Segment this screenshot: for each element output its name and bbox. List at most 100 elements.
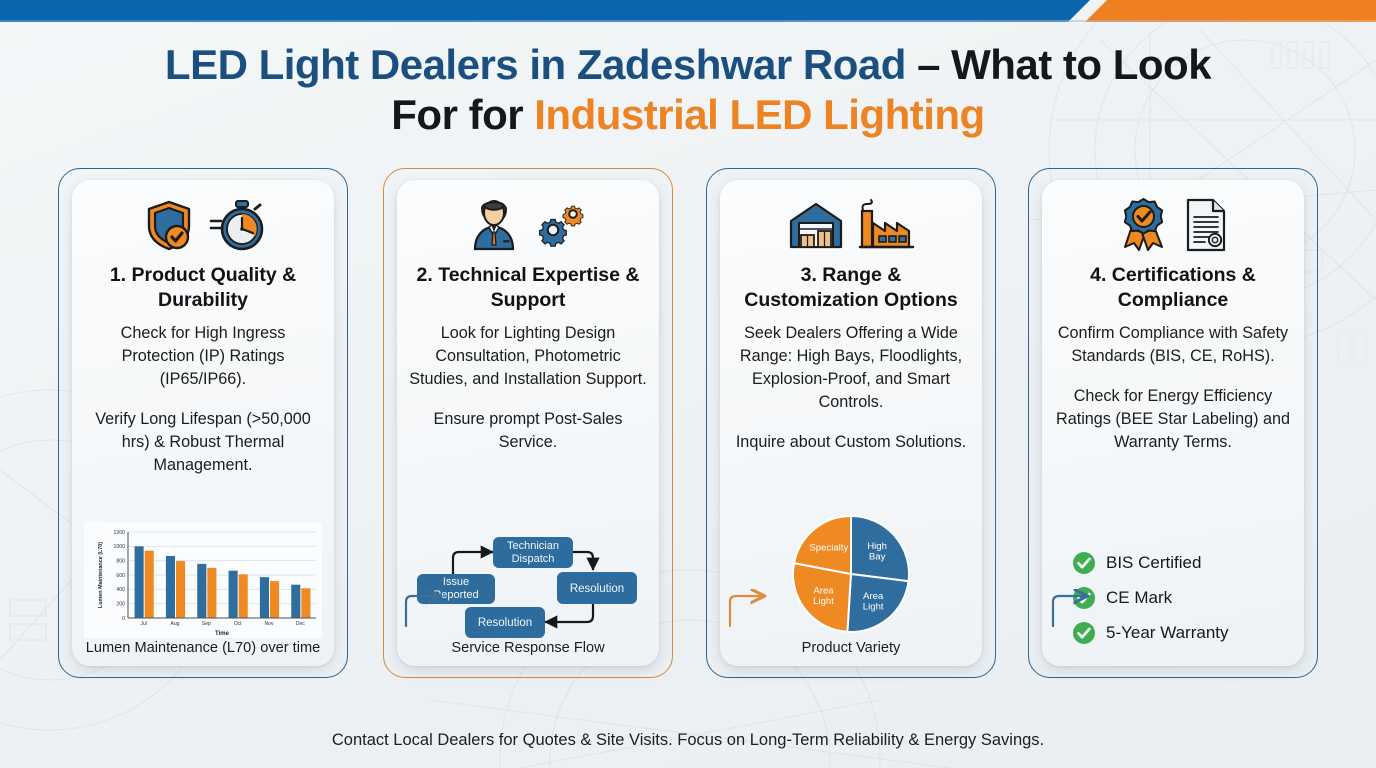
arrow-card3-to-card4	[1051, 568, 1099, 628]
bar-Dec-Series B	[301, 588, 311, 618]
flow-arrow-3	[544, 604, 595, 629]
svg-text:Area: Area	[813, 585, 834, 596]
card-icon-group	[141, 194, 265, 256]
card-body: Check for High Ingress Protection (IP) R…	[84, 322, 322, 477]
gears-icon	[539, 205, 584, 247]
card-title: 2. Technical Expertise & Support	[416, 264, 640, 311]
svg-text:Light: Light	[863, 601, 884, 612]
card-range-customization[interactable]: 3. Range & Customization Options Seek De…	[706, 168, 996, 678]
card-inner: 2. Technical Expertise & Support Look fo…	[397, 180, 659, 666]
pie-slice-high-bay	[850, 514, 910, 583]
card-product-quality[interactable]: 1. Product Quality & Durability Check fo…	[58, 168, 348, 678]
pie-slice-area-light	[846, 572, 910, 633]
svg-text:Aug: Aug	[171, 621, 180, 627]
title-line-1-rest: – What to Look	[905, 41, 1212, 88]
card-icon-group	[466, 194, 590, 256]
svg-text:Light: Light	[813, 596, 834, 607]
check-circle-icon	[1073, 552, 1095, 574]
card-outline	[58, 168, 348, 678]
card-title: 1. Product Quality & Durability	[109, 264, 297, 311]
svg-text:Lumen Maintenance (L70): Lumen Maintenance (L70)	[98, 542, 104, 608]
card-paragraph: Check for High Ingress Protection (IP) R…	[120, 324, 286, 388]
card-body: Confirm Compliance with Safety Standards…	[1054, 322, 1292, 454]
svg-text:Specialty: Specialty	[809, 543, 848, 554]
card-paragraph: Ensure prompt Post-Sales Service.	[433, 410, 623, 451]
card-inner: 4. Certifications & Compliance Confirm C…	[1042, 180, 1304, 666]
card-icon-group	[787, 194, 915, 256]
top-bar-underline	[0, 20, 1376, 22]
card-title: 4. Certifications & Compliance	[1090, 264, 1256, 311]
svg-text:800: 800	[116, 559, 125, 565]
title-highlight-orange: Industrial LED Lighting	[534, 91, 985, 138]
card-paragraph: Check for Energy Efficiency Ratings (BEE…	[1056, 387, 1290, 451]
card-icon-group	[1117, 194, 1229, 256]
card-paragraph: Verify Long Lifespan (>50,000 hrs) & Rob…	[95, 410, 311, 474]
flow-node-resolution-right: Resolution	[557, 572, 637, 604]
factory-icon	[858, 199, 915, 249]
award-badge-icon	[1123, 198, 1164, 251]
flow-arrow-1	[451, 545, 494, 578]
bar-Nov-Series A	[259, 577, 269, 618]
checklist-label: 5-Year Warranty	[1106, 623, 1229, 642]
card-paragraph: Seek Dealers Offering a Wide Range: High…	[739, 324, 963, 411]
check-circle-icon	[1073, 622, 1095, 644]
card-technical-expertise[interactable]: 2. Technical Expertise & Support Look fo…	[383, 168, 673, 678]
certificate-document-icon	[1186, 198, 1226, 252]
page-title: LED Light Dealers in Zadeshwar Road – Wh…	[0, 40, 1376, 140]
svg-text:Bay: Bay	[869, 552, 886, 563]
checklist-item: CE Mark	[1072, 586, 1292, 610]
checklist-label: BIS Certified	[1106, 553, 1202, 572]
svg-text:Time: Time	[215, 631, 230, 637]
flow-arrow-2	[571, 550, 600, 571]
svg-text:Issue: Issue	[443, 576, 469, 588]
svg-text:Dec: Dec	[296, 621, 305, 627]
svg-text:0: 0	[122, 616, 125, 622]
checklist-item: 5-Year Warranty	[1072, 621, 1292, 645]
arrow-card1-to-card2	[404, 568, 452, 628]
svg-text:1200: 1200	[113, 530, 125, 536]
checklist-label: CE Mark	[1106, 588, 1173, 607]
card-inner: 1. Product Quality & Durability Check fo…	[72, 180, 334, 666]
pie-slice-area-light	[792, 561, 853, 633]
bar-Oct-Series B	[238, 574, 248, 618]
svg-text:Oct: Oct	[234, 621, 242, 627]
bar-Aug-Series A	[165, 556, 175, 618]
bar-Oct-Series A	[228, 570, 238, 618]
card-inner: 3. Range & Customization Options Seek De…	[720, 180, 982, 666]
visual-caption: Service Response Flow	[451, 640, 605, 656]
technician-icon	[473, 200, 515, 251]
card-outline	[383, 168, 673, 678]
svg-text:Sep: Sep	[202, 621, 211, 627]
flow-node-resolution-bottom: Resolution	[465, 607, 545, 638]
card-body: Seek Dealers Offering a Wide Range: High…	[732, 322, 970, 454]
bar-Sep-Series B	[207, 567, 217, 618]
bar-Aug-Series B	[176, 561, 186, 618]
card-title: 3. Range & Customization Options	[744, 264, 958, 311]
svg-text:Resolution: Resolution	[478, 617, 532, 629]
visual-caption: Lumen Maintenance (L70) over time	[85, 640, 321, 656]
svg-text:600: 600	[116, 573, 125, 579]
top-bar-blue-segment	[0, 0, 1090, 22]
flow-node-technician-dispatch: Technician Dispatch	[493, 537, 573, 568]
card-paragraph: Inquire about Custom Solutions.	[735, 433, 967, 451]
footer-note: Contact Local Dealers for Quotes & Site …	[331, 731, 1045, 749]
svg-text:Area: Area	[863, 591, 884, 602]
warehouse-icon	[789, 202, 843, 249]
cards-row: 1. Product Quality & Durability Check fo…	[58, 168, 1320, 680]
card-visual: Issue Reported Technician Dispatch Resol…	[409, 512, 647, 656]
top-bar-orange-segment	[1085, 0, 1376, 22]
card-paragraph: Confirm Compliance with Safety Standards…	[1057, 324, 1289, 365]
arrow-card2-to-card3	[728, 568, 776, 628]
visual-caption: Product Variety	[801, 640, 901, 656]
card-certifications-compliance[interactable]: 4. Certifications & Compliance Confirm C…	[1028, 168, 1318, 678]
card-paragraph: Look for Lighting Design Consultation, P…	[409, 324, 647, 388]
title-line-1: LED Light Dealers in Zadeshwar Road – Wh…	[0, 40, 1376, 90]
bar-Jul-Series B	[144, 550, 154, 618]
bar-Nov-Series B	[270, 581, 280, 618]
svg-text:Reported: Reported	[433, 589, 478, 601]
card-outline	[1028, 168, 1318, 678]
title-line-2-prefix: For for	[391, 91, 535, 138]
